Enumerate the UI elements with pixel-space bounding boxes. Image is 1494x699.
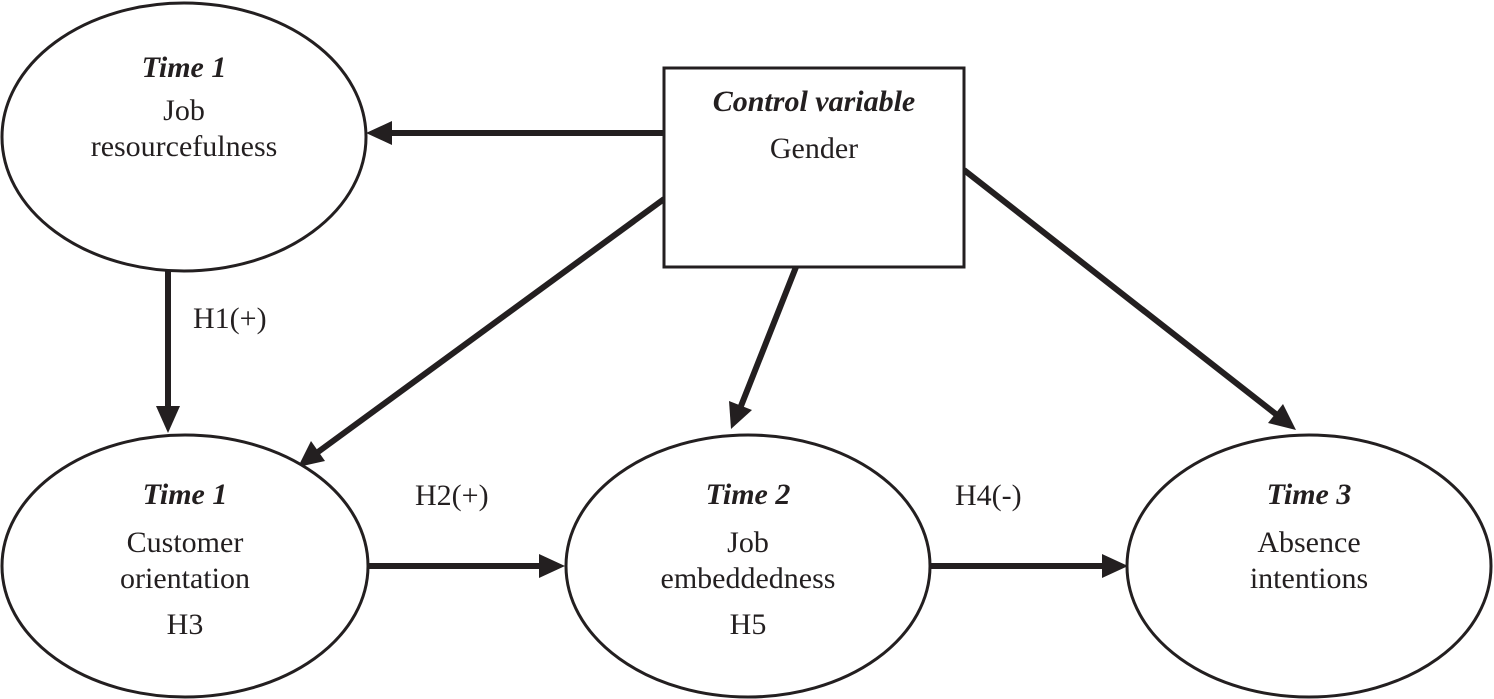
node-label-line2: embeddedness: [661, 562, 836, 595]
edge-label-h1: H1(+): [193, 302, 267, 335]
node-label-line1: Absence: [1257, 526, 1360, 559]
node-job-resourcefulness: Time 1 Job resourcefulness: [0, 1, 368, 273]
node-label-line2: intentions: [1250, 562, 1368, 595]
node-absence-intentions: Time 3 Absence intentions: [1125, 433, 1493, 699]
node-hypothesis: H5: [730, 608, 767, 641]
node-label-line1: Job: [727, 526, 769, 559]
edge-control-to-absence-intentions: [962, 167, 1296, 430]
control-label: Gender: [770, 132, 858, 165]
node-time-label: Time 1: [142, 51, 227, 84]
control-heading: Control variable: [713, 85, 916, 118]
edge-h4-job-embeddedness-to-absence-intentions: [930, 554, 1128, 578]
edge-control-to-customer-orientation: [298, 196, 666, 467]
node-time-label: Time 2: [706, 478, 791, 511]
edge-h1-job-resourcefulness-to-customer-orientation: [156, 271, 180, 433]
node-customer-orientation: Time 1 Customer orientation H3: [0, 433, 370, 699]
node-time-label: Time 1: [143, 478, 228, 511]
node-time-label: Time 3: [1267, 478, 1352, 511]
node-label-line1: Job: [163, 94, 205, 127]
node-label-line2: resourcefulness: [91, 130, 278, 163]
node-label-line1: Customer: [127, 526, 244, 559]
edge-label-h2: H2(+): [415, 479, 489, 512]
node-job-embeddedness: Time 2 Job embeddedness H5: [564, 433, 932, 699]
node-hypothesis: H3: [167, 608, 204, 641]
node-control-variable: Control variable Gender: [662, 66, 966, 269]
edge-control-to-job-embeddedness: [729, 265, 799, 429]
edge-label-h4: H4(-): [955, 479, 1022, 512]
node-label-line2: orientation: [120, 562, 250, 595]
edge-control-to-job-resourcefulness: [366, 121, 664, 145]
edge-h2-customer-orientation-to-job-embeddedness: [367, 554, 565, 578]
